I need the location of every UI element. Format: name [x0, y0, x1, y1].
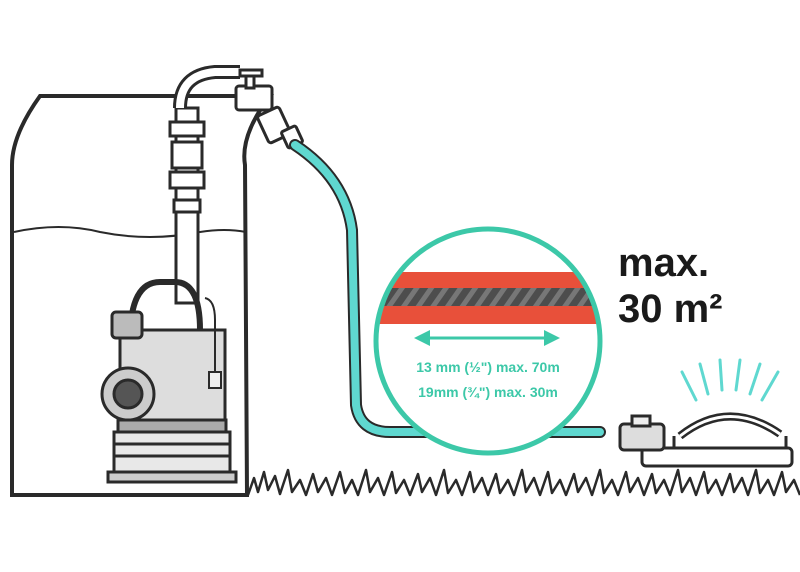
tap-valve-icon: [234, 68, 304, 150]
sprinkler-icon: [618, 412, 794, 468]
hose-spec-13mm: 13 mm (½") max. 70m: [416, 359, 560, 375]
hose-spec-19mm: 19mm (¾") max. 30m: [418, 384, 558, 400]
riser-pipe: [168, 65, 240, 305]
water-spray-icon: [680, 358, 780, 402]
magnifier-circle-icon: [373, 226, 603, 456]
coverage-area-line2: 30 m²: [618, 287, 723, 331]
grass-icon: [246, 468, 800, 497]
garden-hose-icon: [289, 139, 606, 438]
length-arrow: [414, 330, 560, 346]
coverage-area-label: max. 30 m²: [618, 240, 788, 332]
submersible-pump-icon: [100, 279, 238, 484]
coverage-area-line1: max.: [618, 241, 710, 285]
